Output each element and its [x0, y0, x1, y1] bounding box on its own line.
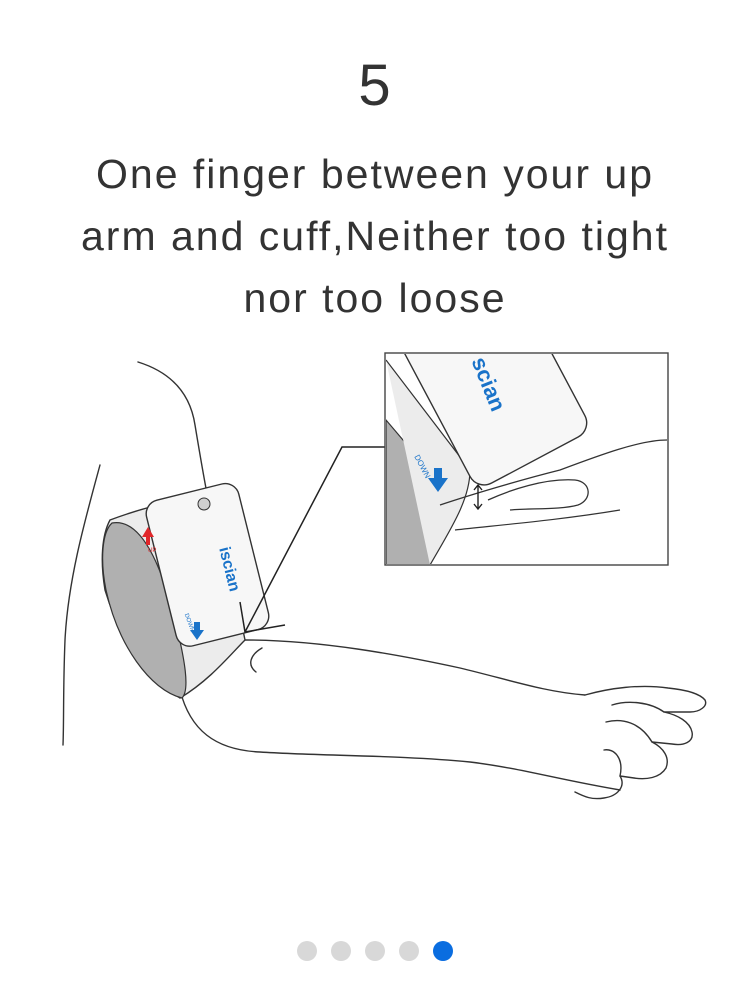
up-arrow-icon: [142, 527, 154, 545]
page-dot-1[interactable]: [297, 941, 317, 961]
step-number: 5: [358, 53, 392, 118]
page-dot-2[interactable]: [331, 941, 351, 961]
down-arrow-icon: [190, 622, 204, 640]
instruction-line-3: nor too loose: [243, 275, 507, 321]
page-dot-5-active[interactable]: [433, 941, 453, 961]
hand-outline: [574, 685, 707, 800]
up-label: UP: [148, 548, 156, 554]
zoom-inset: scian DOWN: [384, 352, 669, 566]
shoulder-outline: [137, 361, 209, 499]
page-indicator: [0, 941, 750, 963]
cuff-fitting-illustration: iscian UP DOWN scian DOWN: [62, 352, 707, 800]
page-dot-3[interactable]: [365, 941, 385, 961]
zoom-pointer-line: [244, 446, 385, 633]
monitor-device: [145, 482, 270, 647]
page-dot-4[interactable]: [399, 941, 419, 961]
arm-upper-edge: [244, 639, 586, 696]
monitor-button: [197, 497, 211, 511]
instruction-line-2: arm and cuff,Neither too tight: [81, 213, 669, 259]
arm-lower-edge: [179, 689, 621, 791]
cuff-outer-flap: [102, 522, 187, 699]
chest-outline: [62, 464, 101, 746]
down-arrow-zoom-icon: [428, 468, 448, 492]
instruction-text: One finger between your up arm and cuff,…: [40, 143, 710, 329]
instruction-line-1: One finger between your up: [96, 151, 654, 197]
